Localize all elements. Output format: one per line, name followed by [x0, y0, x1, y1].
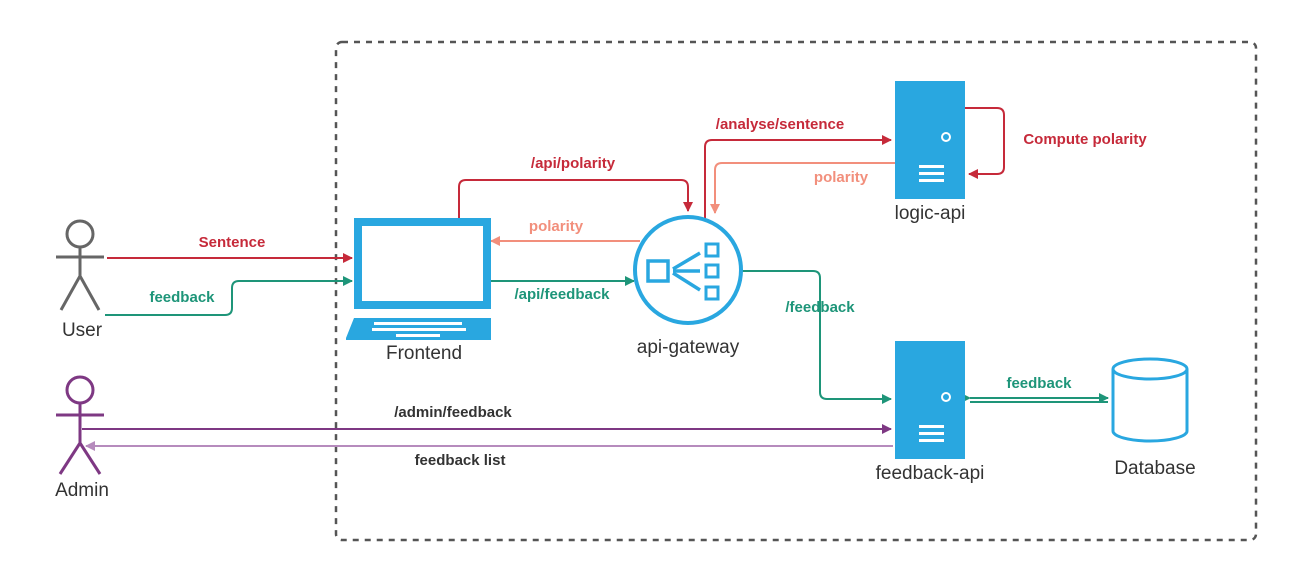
logic-api-node [895, 81, 965, 199]
database-label: Database [1114, 458, 1195, 479]
database-cylinder-icon [1111, 357, 1189, 443]
edge-label-feedback-user: feedback [149, 289, 215, 306]
edge-polarity-logic [710, 162, 895, 214]
database-node [1111, 357, 1189, 443]
system-boundary [334, 40, 1258, 542]
edge-label-compute-polarity: Compute polarity [1023, 131, 1147, 148]
server-icon [895, 81, 965, 199]
gateway-icon [633, 215, 743, 325]
api-gateway-node [633, 215, 743, 325]
edge-feedback-route [741, 270, 892, 404]
edge-label-polarity-logic: polarity [814, 169, 869, 186]
frontend-node [346, 218, 491, 340]
feedback-api-label: feedback-api [876, 463, 985, 484]
edge-feedback-user [105, 276, 353, 316]
stick-figure-icon [65, 219, 95, 249]
logic-api-label: logic-api [895, 203, 966, 224]
edge-label-feedback-list: feedback list [415, 452, 506, 469]
laptop-icon [346, 218, 491, 340]
frontend-label: Frontend [386, 343, 462, 364]
edge-label-sentence: Sentence [199, 234, 266, 251]
api-gateway-label: api-gateway [637, 337, 740, 358]
edge-label-analyse-sentence: /analyse/sentence [716, 116, 844, 133]
edge-analyse-sentence [704, 135, 892, 225]
user-actor [56, 219, 104, 311]
admin-label: Admin [55, 480, 109, 501]
edge-label-api-polarity: /api/polarity [531, 155, 616, 172]
edge-label-api-feedback: /api/feedback [514, 286, 610, 303]
edge-label-polarity-frontend: polarity [529, 218, 584, 235]
user-label: User [62, 320, 103, 341]
edge-label-feedback-db: feedback [1006, 375, 1072, 392]
edge-compute-polarity [965, 107, 1005, 179]
feedback-api-node [895, 341, 965, 459]
admin-actor [56, 375, 104, 475]
server-icon [895, 341, 965, 459]
edge-label-admin-feedback: /admin/feedback [394, 404, 512, 421]
edge-api-polarity [458, 179, 693, 218]
stick-figure-icon [65, 375, 95, 405]
edge-label-feedback-route: /feedback [785, 299, 855, 316]
